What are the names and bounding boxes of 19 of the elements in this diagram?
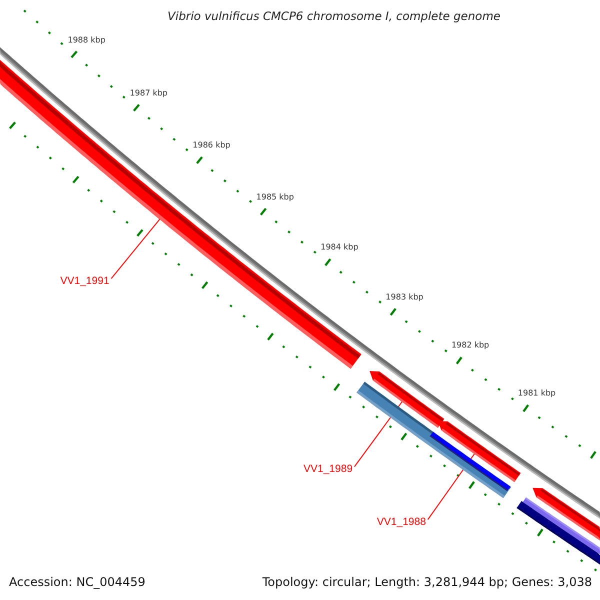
tick-label: 1988 kbp [68, 35, 106, 45]
pointed-feature-bar [532, 488, 600, 540]
accession-text: Accession: NC_004459 [9, 575, 146, 590]
feature-bar [0, 60, 362, 369]
tick-label: 1985 kbp [256, 192, 294, 202]
genome-stats: Topology: circular; Length: 3,281,944 bp; Genes: 3,038 [262, 575, 592, 590]
pointed-feature-bar [438, 421, 521, 482]
tick-label: 1983 kbp [386, 292, 424, 302]
tick-label: 1984 kbp [320, 242, 358, 252]
leader-line [110, 218, 160, 280]
gene-label: VV1_1989 [304, 462, 353, 475]
gene-label: VV1_1991 [60, 274, 110, 287]
tick-label: 1987 kbp [130, 88, 168, 98]
gene-label: VV1_1988 [376, 516, 426, 528]
map-title: Vibrio vulnificus CMCP6 chromosome I, complete genome [168, 10, 500, 24]
tick-label: 1982 kbp [451, 340, 490, 350]
pointed-feature-bar [370, 371, 444, 428]
tick-label: 1986 kbp [192, 140, 230, 150]
tick-label: 1981 kbp [518, 388, 556, 398]
